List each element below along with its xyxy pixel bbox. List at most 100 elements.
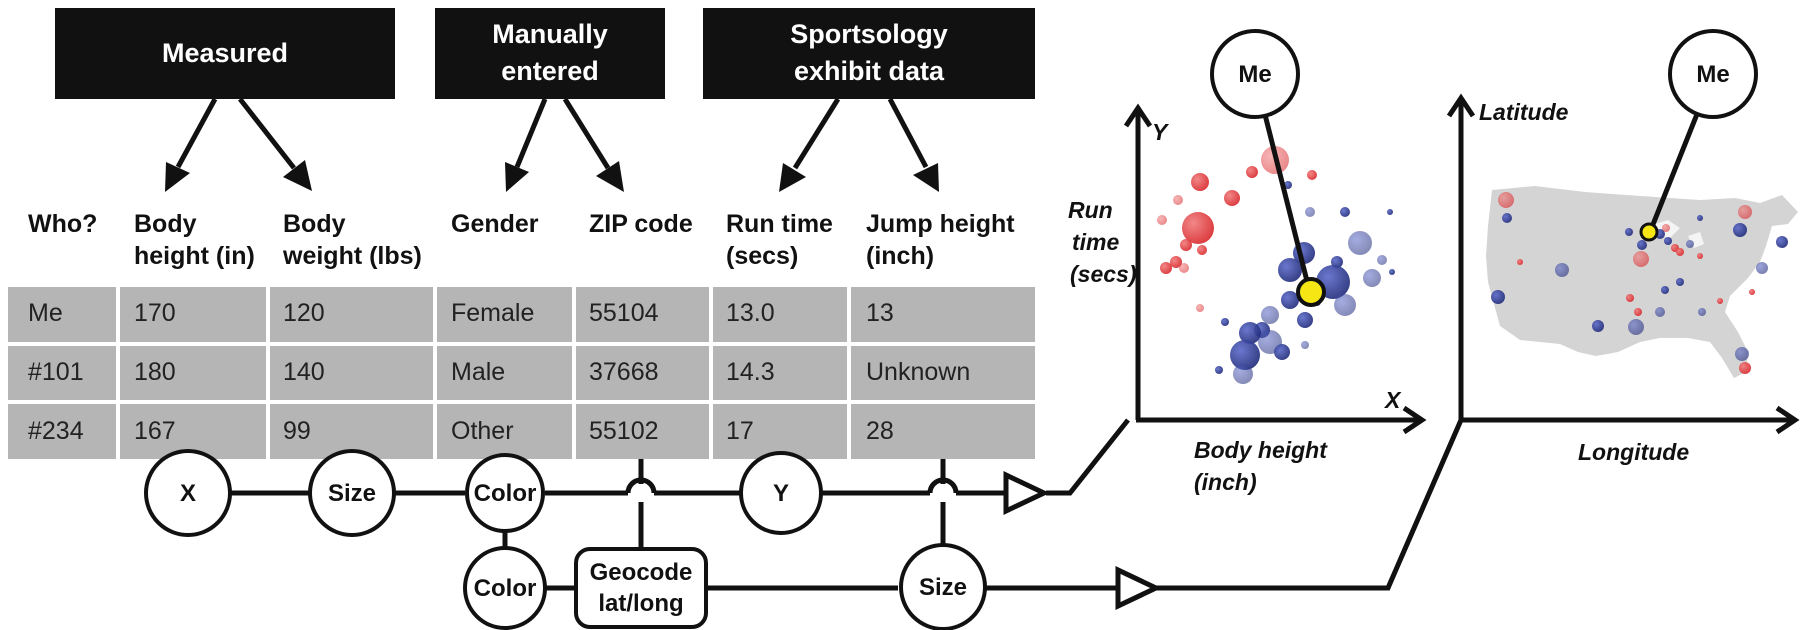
table-header-col1-line0: Body xyxy=(134,210,197,238)
category-measured: Measured xyxy=(55,8,395,99)
map-point xyxy=(1661,286,1669,294)
table-body-background xyxy=(8,287,1035,459)
map-point xyxy=(1633,251,1649,267)
scatter-plot: Y X Run time (secs) Body height (inch) M… xyxy=(1068,29,1427,495)
encoding-node-labels: X Size Color Y Color Geocode lat/long Si… xyxy=(180,480,967,617)
wire-arrowheads xyxy=(1003,471,1162,610)
table-cell: 37668 xyxy=(589,358,659,386)
scatter-y-title-line2: time xyxy=(1072,229,1120,255)
encoding-color-label: Color xyxy=(474,480,537,507)
table-cell: 28 xyxy=(866,417,894,445)
map-point xyxy=(1662,224,1670,232)
scatter-point xyxy=(1160,262,1172,274)
table-cell: 170 xyxy=(134,299,176,327)
table-header-col6-line0: Jump height xyxy=(866,210,1015,238)
encoding-size-node xyxy=(308,449,396,537)
scatter-y-title-line3: (secs) xyxy=(1070,261,1136,287)
table-cell: 99 xyxy=(283,417,311,445)
scatter-point xyxy=(1230,340,1260,370)
table-header-col6-line1: (inch) xyxy=(866,242,934,270)
great-lakes xyxy=(1648,220,1704,248)
scatter-point xyxy=(1233,364,1253,384)
category-exhibit-data: Sportsology exhibit data xyxy=(703,8,1035,99)
category-manually-entered: Manually entered xyxy=(435,8,665,99)
table-cell: Me xyxy=(28,299,63,327)
category-measured-label: Measured xyxy=(162,38,288,68)
scatter-point xyxy=(1191,173,1209,191)
scatter-point xyxy=(1246,166,1258,178)
map-point xyxy=(1592,320,1604,332)
encoding-x-label: X xyxy=(180,480,196,507)
category-exhibit-line1: Sportsology xyxy=(790,19,948,49)
table-cell: #101 xyxy=(28,358,84,386)
scatter-point xyxy=(1173,195,1183,205)
table-cell: 140 xyxy=(283,358,325,386)
map-point xyxy=(1626,294,1634,302)
scatter-point xyxy=(1334,294,1356,316)
scatter-point xyxy=(1215,366,1223,374)
encoding-color2-label: Color xyxy=(474,575,537,602)
table-cell: 17 xyxy=(726,417,754,445)
scatter-point xyxy=(1297,312,1313,328)
scatter-point xyxy=(1305,207,1315,217)
scatter-point xyxy=(1196,304,1204,312)
encoding-color-node xyxy=(465,453,545,533)
arrowhead-to-map xyxy=(1115,566,1162,610)
category-manual-line1: Manually xyxy=(492,19,608,49)
map-point xyxy=(1502,213,1512,223)
scatter-point xyxy=(1281,291,1299,309)
table-cell: Unknown xyxy=(866,358,970,386)
scatter-point xyxy=(1170,256,1182,268)
scatter-points xyxy=(1157,146,1395,384)
encoding-size2-label: Size xyxy=(919,574,967,601)
map-point xyxy=(1655,307,1665,317)
category-manual-line2: entered xyxy=(501,56,599,86)
scatter-point xyxy=(1284,181,1292,189)
map-point xyxy=(1517,259,1523,265)
map-point xyxy=(1628,319,1644,335)
map-point xyxy=(1697,215,1703,221)
scatter-point xyxy=(1274,344,1290,360)
map-point xyxy=(1625,228,1633,236)
map-me-point xyxy=(1639,222,1659,242)
table-cell: 120 xyxy=(283,299,325,327)
scatter-point xyxy=(1221,318,1229,326)
map-y-title: Latitude xyxy=(1479,99,1569,125)
scatter-x-title-line1: Body height xyxy=(1194,437,1328,463)
table-header-col5-line1: (secs) xyxy=(726,242,798,270)
scatter-point xyxy=(1340,207,1350,217)
map-point xyxy=(1498,192,1514,208)
scatter-y-label: Y xyxy=(1152,119,1170,145)
scatter-me-bubble xyxy=(1210,29,1300,119)
encoding-geocode-line2: lat/long xyxy=(598,590,683,617)
table-header-col0-line0: Who? xyxy=(28,210,97,238)
map-point xyxy=(1739,362,1751,374)
scatter-point xyxy=(1224,190,1240,206)
encoding-color2-node xyxy=(463,546,547,630)
scatter-point xyxy=(1197,245,1207,255)
map-point xyxy=(1776,236,1788,248)
scatter-me-point xyxy=(1296,277,1326,307)
map-point xyxy=(1676,278,1684,286)
scatter-point xyxy=(1377,255,1387,265)
map-point xyxy=(1698,308,1706,316)
scatter-y-title-line1: Run xyxy=(1068,197,1113,223)
table-header-col1-line1: height (in) xyxy=(134,242,255,270)
scatter-point xyxy=(1239,322,1261,344)
scatter-point xyxy=(1363,269,1381,287)
encoding-wires xyxy=(230,418,1464,591)
table-cell: 55102 xyxy=(589,417,659,445)
table-cell: 14.3 xyxy=(726,358,775,386)
map-point xyxy=(1664,237,1672,245)
table-cell: Other xyxy=(451,417,514,445)
table-gridlines xyxy=(8,287,1035,459)
map-points xyxy=(1491,192,1788,374)
table-header-col5-line0: Run time xyxy=(726,210,833,238)
table-cell: 13 xyxy=(866,299,894,327)
scatter-point xyxy=(1180,239,1192,251)
table-header-col4-line0: ZIP code xyxy=(589,210,693,238)
